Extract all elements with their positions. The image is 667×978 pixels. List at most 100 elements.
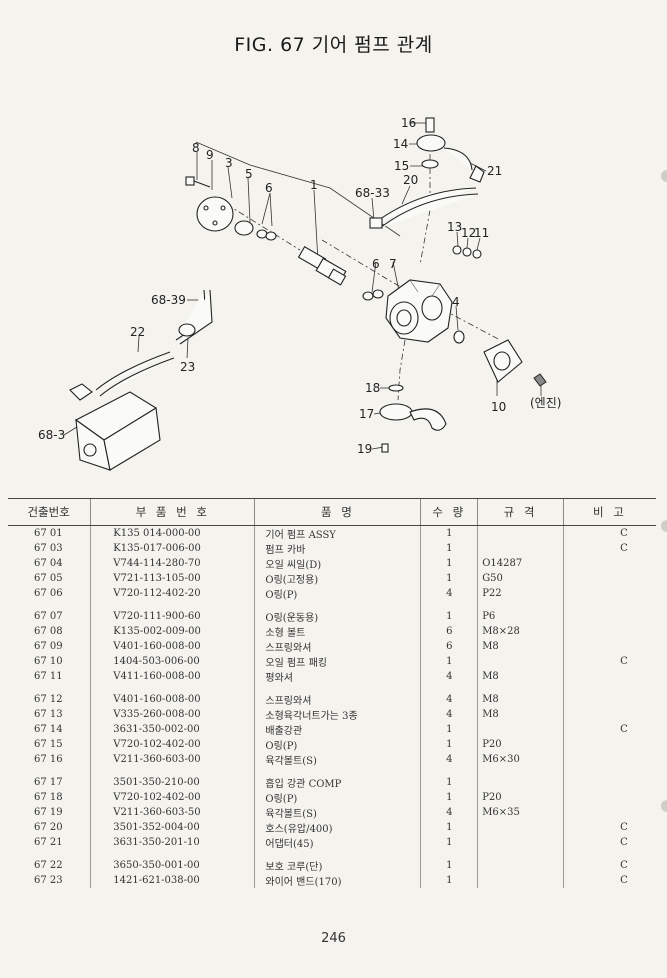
group-spacer xyxy=(8,850,656,858)
cell-item-no: 67 14 xyxy=(34,724,63,735)
cell-part-number: V720-111-900-60 xyxy=(90,609,255,624)
callout-label: 12 xyxy=(461,226,476,240)
cell-part-number: 1421-621-038-00 xyxy=(90,873,255,888)
cell-spec xyxy=(477,858,564,873)
o-ring-p xyxy=(372,289,384,299)
cell-part-number: 1404-503-006-00 xyxy=(90,654,255,669)
cell-part-name: 어댑터(45) xyxy=(254,835,421,850)
cell-part-number: 3501-352-004-00 xyxy=(90,820,255,835)
protective-cover-hose xyxy=(95,351,175,397)
cell-part-number: V720-102-402-00 xyxy=(90,737,255,752)
cell-part-number: 3650-350-001-00 xyxy=(90,858,255,873)
cell-part-name: 호스(유압/400) xyxy=(254,820,421,835)
cell-item-no: 67 10 xyxy=(34,656,63,667)
callout-label: 11 xyxy=(474,226,489,240)
callout-labels: 16 14 15 21 20 68-33 8 9 3 5 6 1 13 12 1… xyxy=(38,116,561,456)
cell-note: C xyxy=(562,654,656,669)
cell-quantity: 1 xyxy=(420,790,478,805)
callout-label: (엔진) xyxy=(530,396,561,410)
cell-item-no: 67 23 xyxy=(34,875,63,886)
cell-spec: M6×30 xyxy=(477,752,564,767)
cell-quantity: 1 xyxy=(420,820,478,835)
cell-spec: P20 xyxy=(477,790,564,805)
spacer-cell xyxy=(90,767,255,775)
engine-mount-bolt xyxy=(533,373,547,387)
spacer-cell xyxy=(562,850,656,858)
cell-note: C xyxy=(562,858,656,873)
cell-note: C xyxy=(562,873,656,888)
cell-item-no: 67 13 xyxy=(34,709,63,720)
o-ring-p xyxy=(362,291,374,301)
cell-note xyxy=(562,805,656,820)
spacer-cell xyxy=(562,767,656,775)
cell-part-number: V401-160-008-00 xyxy=(90,692,255,707)
cell-quantity: 4 xyxy=(420,692,478,707)
cell-part-name: 평와셔 xyxy=(254,669,421,684)
cell-item-no: 67 04 xyxy=(34,558,63,569)
spacer-cell xyxy=(420,850,478,858)
cell-quantity: 1 xyxy=(420,873,478,888)
gear-set xyxy=(297,246,347,286)
callout-label: 68-39 xyxy=(151,293,186,307)
valve-block xyxy=(69,383,161,471)
callout-label: 3 xyxy=(225,156,233,170)
cell-item-no: 67 11 xyxy=(34,671,63,682)
cell-part-name: 펌프 카바 xyxy=(254,541,421,556)
cell-part-number: V720-102-402-00 xyxy=(90,790,255,805)
cell-part-name: 기어 펌프 ASSY xyxy=(254,525,421,541)
hex-nut xyxy=(452,245,462,255)
spacer-cell xyxy=(477,767,564,775)
cell-note xyxy=(562,556,656,571)
cell-part-number: V401-160-008-00 xyxy=(90,639,255,654)
callout-label: 19 xyxy=(357,442,372,456)
cell-item-no: 67 20 xyxy=(34,822,63,833)
cell-part-number: K135-002-009-00 xyxy=(90,624,255,639)
cell-item-no: 67 15 xyxy=(34,739,63,750)
cell-part-number: V335-260-008-00 xyxy=(90,707,255,722)
cell-item-no: 67 19 xyxy=(34,807,63,818)
hydraulic-hose xyxy=(369,187,479,229)
pump-cover xyxy=(196,196,234,232)
cell-spec: P22 xyxy=(477,586,564,601)
cell-part-number: 3501-350-210-00 xyxy=(90,775,255,790)
cell-quantity: 1 xyxy=(420,654,478,669)
cell-part-name: O링(P) xyxy=(254,737,421,752)
cell-quantity: 4 xyxy=(420,669,478,684)
callout-label: 20 xyxy=(403,173,418,187)
cell-part-name: 배출강관 xyxy=(254,722,421,737)
cell-spec xyxy=(477,775,564,790)
cell-spec: M8 xyxy=(477,707,564,722)
callout-label: 14 xyxy=(393,137,408,151)
oil-seal xyxy=(453,330,465,344)
callout-label: 16 xyxy=(401,116,416,130)
cell-part-name: 소형 볼트 xyxy=(254,624,421,639)
spacer-cell xyxy=(562,601,656,609)
spring-washer xyxy=(462,247,472,257)
cell-part-name: 오일 씨일(D) xyxy=(254,556,421,571)
cell-spec: M6×35 xyxy=(477,805,564,820)
table-header-row: 건출번호 부 품 번 호 품 명 수 량 규 격 비 고 xyxy=(8,498,656,526)
o-ring-fixed xyxy=(234,220,254,236)
cell-part-number: K135 014-000-00 xyxy=(90,525,255,541)
spacer-cell xyxy=(254,684,421,692)
cell-part-number: V211-360-603-50 xyxy=(90,805,255,820)
callout-label: 68-3 xyxy=(38,428,65,442)
return-pipe xyxy=(175,289,213,345)
cell-note xyxy=(562,639,656,654)
cell-part-name: O링(P) xyxy=(254,586,421,601)
cell-spec: G50 xyxy=(477,571,564,586)
cell-part-number: K135-017-006-00 xyxy=(90,541,255,556)
callout-label: 7 xyxy=(389,257,397,271)
spacer-cell xyxy=(420,684,478,692)
callout-label: 4 xyxy=(452,295,460,309)
